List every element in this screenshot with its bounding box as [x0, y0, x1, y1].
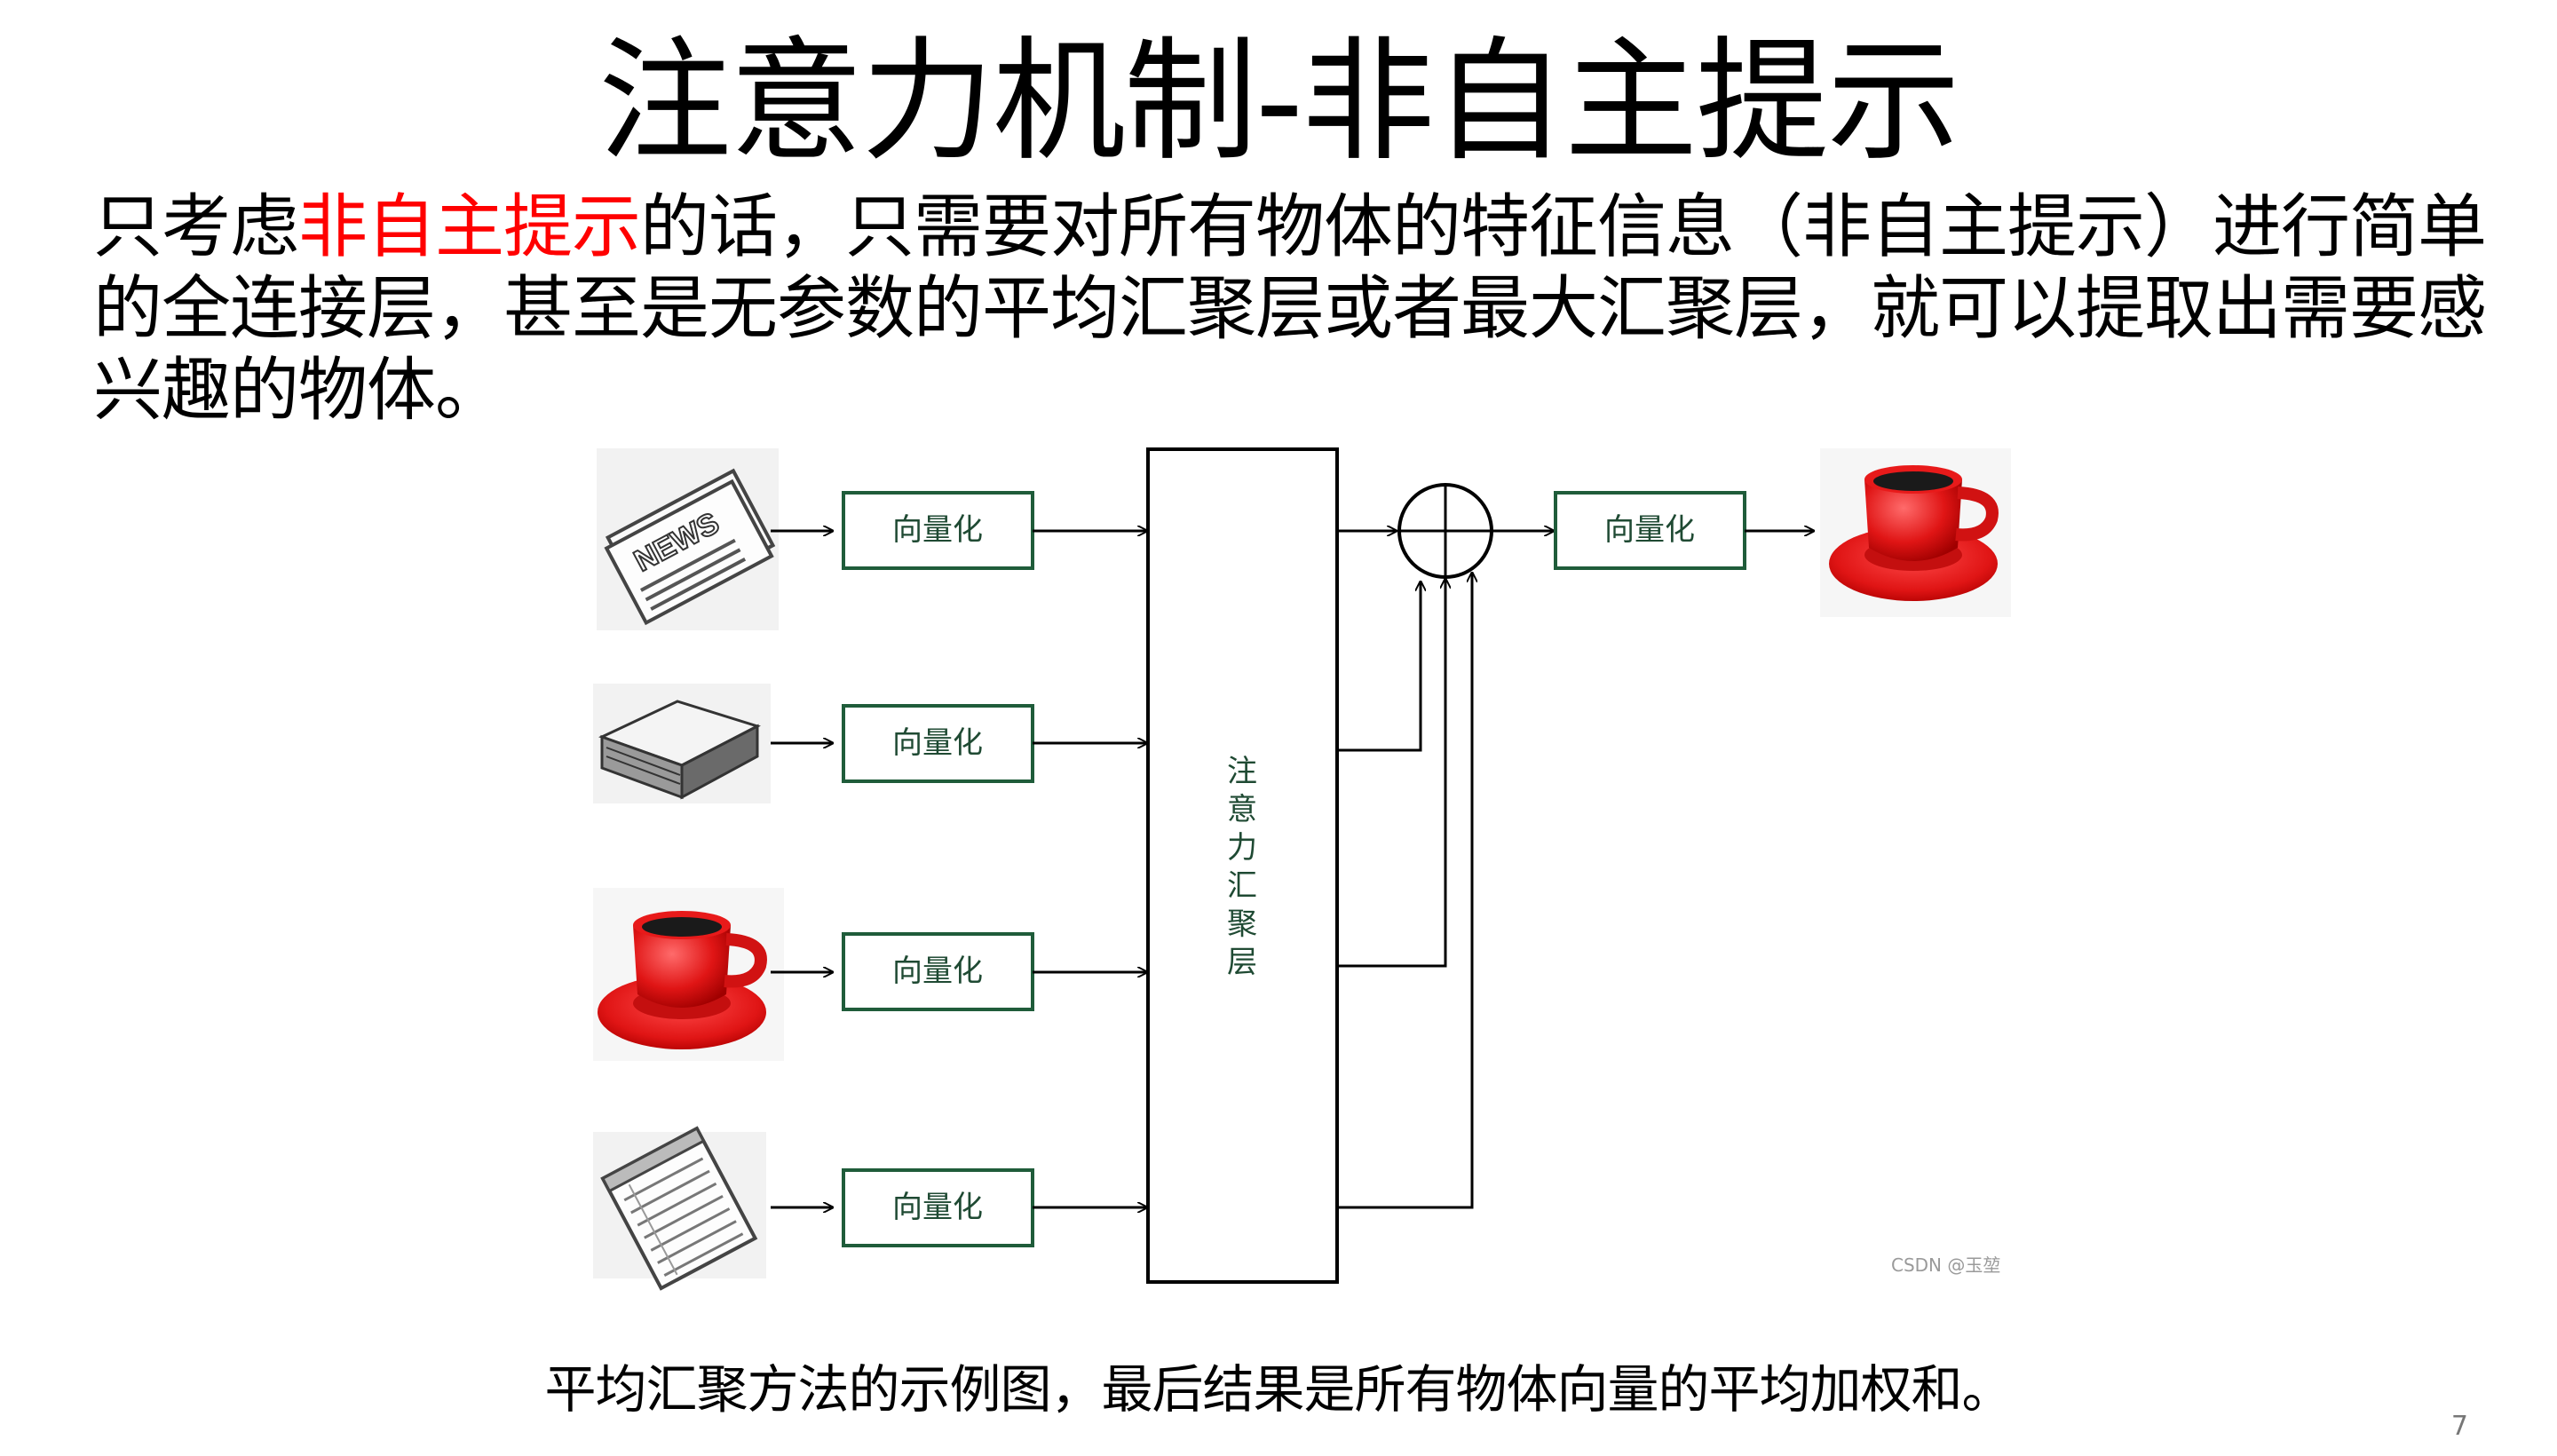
- pooling-label-char: 层: [1227, 945, 1257, 980]
- vectorize-label: 向量化: [892, 1190, 983, 1225]
- vectorize-box-3: 向量化: [842, 932, 1034, 1011]
- pooling-label-char: 力: [1227, 830, 1257, 866]
- output-vectorize-label: 向量化: [1604, 512, 1695, 548]
- vectorize-box-1: 向量化: [842, 491, 1034, 570]
- vectorize-box-2: 向量化: [842, 704, 1034, 783]
- coffee-cup-icon: [593, 888, 784, 1061]
- output-vectorize-box: 向量化: [1554, 491, 1746, 570]
- arrow-to-sum-2: [1337, 582, 1421, 752]
- paragraph-part-2: 的话，只需要对所有物体的特征信息（非自主提示）进行简单的全连接层，甚至是无参数的…: [93, 187, 2487, 431]
- vectorize-label: 向量化: [892, 512, 983, 548]
- pooling-label-char: 意: [1227, 792, 1257, 827]
- pooling-label-char: 聚: [1227, 906, 1257, 942]
- vectorize-label: 向量化: [892, 954, 983, 989]
- notepad-icon: [593, 1126, 766, 1291]
- arrow-to-sum-4: [1337, 573, 1472, 1209]
- attention-pooling-layer: 注 意 力 汇 聚 层: [1146, 447, 1339, 1284]
- csdn-watermark: CSDN @玉堃: [1891, 1254, 2000, 1276]
- page-number: 7: [2450, 1411, 2468, 1442]
- arrow-to-sum-3: [1337, 579, 1445, 968]
- pooling-label-char: 汇: [1227, 868, 1257, 904]
- output-coffee-cup-icon: [1820, 448, 2011, 617]
- sum-node-icon: [1397, 483, 1493, 579]
- book-icon: [593, 684, 771, 803]
- newspaper-icon: NEWS: [597, 448, 779, 630]
- highlight-text: 非自主提示: [298, 187, 641, 267]
- figure-caption: 平均汇聚方法的示例图，最后结果是所有物体向量的平均加权和。: [544, 1359, 2013, 1420]
- vectorize-label: 向量化: [892, 725, 983, 761]
- pooling-label-char: 注: [1227, 754, 1257, 789]
- intro-paragraph: 只考虑非自主提示的话，只需要对所有物体的特征信息（非自主提示）进行简单的全连接层…: [93, 186, 2526, 431]
- slide-title: 注意力机制-非自主提示: [598, 25, 1960, 179]
- vectorize-box-4: 向量化: [842, 1168, 1034, 1247]
- paragraph-part-1: 只考虑: [93, 187, 299, 267]
